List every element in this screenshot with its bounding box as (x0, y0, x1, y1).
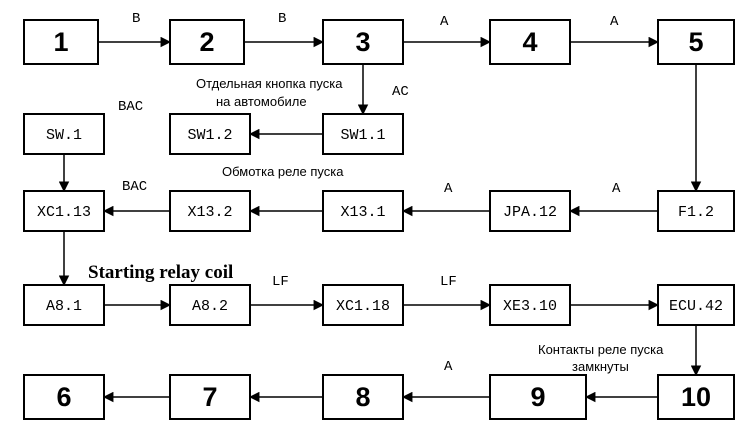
node-7-label: 7 (202, 382, 217, 412)
node-10: 10 (657, 374, 735, 420)
edge-label-4-5: A (610, 14, 619, 30)
node-4: 4 (489, 19, 571, 65)
annotation-start-button-line2: на автомобиле (216, 94, 307, 109)
node-1: 1 (23, 19, 99, 65)
node-xc113: XC1.13 (23, 190, 105, 232)
edge-label-2-3: B (278, 11, 286, 27)
node-a81-label: A8.1 (46, 298, 82, 315)
node-7: 7 (169, 374, 251, 420)
node-10-label: 10 (681, 382, 711, 412)
edge-label-f12: A (612, 181, 621, 197)
node-6-label: 6 (56, 382, 71, 412)
edge-label-9: A (444, 359, 453, 375)
node-sw12-label: SW1.2 (187, 127, 232, 144)
node-9-label: 9 (530, 382, 545, 412)
node-xc118: XC1.18 (322, 284, 404, 326)
edge-label-sw1: BAC (118, 99, 143, 115)
node-x131: X13.1 (322, 190, 404, 232)
node-3: 3 (322, 19, 404, 65)
node-9: 9 (489, 374, 587, 420)
edge-label-1-2: B (132, 11, 140, 27)
node-1-label: 1 (53, 27, 68, 57)
annotation-relay-contacts-line2: замкнуты (572, 359, 629, 374)
node-3-label: 3 (355, 27, 370, 57)
node-4-label: 4 (522, 27, 537, 57)
edge-label-3-sw11: AC (392, 84, 409, 100)
node-sw1: SW.1 (23, 113, 105, 155)
node-2: 2 (169, 19, 245, 65)
annotation-relay-contacts-line1: Контакты реле пуска (538, 342, 664, 357)
node-jpa12: JPA.12 (489, 190, 571, 232)
node-sw11: SW1.1 (322, 113, 404, 155)
node-xe310-label: XE3.10 (503, 298, 557, 315)
node-f12: F1.2 (657, 190, 735, 232)
node-f12-label: F1.2 (678, 204, 714, 221)
node-x132: X13.2 (169, 190, 251, 232)
node-ecu42: ECU.42 (657, 284, 735, 326)
annotation-start-button-line1: Отдельная кнопка пуска (196, 76, 343, 91)
node-sw12: SW1.2 (169, 113, 251, 155)
node-5-label: 5 (688, 27, 703, 57)
node-x131-label: X13.1 (340, 204, 385, 221)
edge-label-3-4: A (440, 14, 449, 30)
node-8-label: 8 (355, 382, 370, 412)
node-a82: A8.2 (169, 284, 251, 326)
node-6: 6 (23, 374, 105, 420)
node-a81: A8.1 (23, 284, 105, 326)
node-5: 5 (657, 19, 735, 65)
edge-label-a82: LF (272, 274, 289, 290)
annotation-relay-coil-en: Starting relay coil (88, 262, 233, 283)
annotation-relay-coil-ru: Обмотка реле пуска (222, 164, 344, 179)
node-xc113-label: XC1.13 (37, 204, 91, 221)
node-a82-label: A8.2 (192, 298, 228, 315)
node-x132-label: X13.2 (187, 204, 232, 221)
edge-label-jpa: A (444, 181, 453, 197)
edge-label-xc113: BAC (122, 179, 147, 195)
node-sw1-label: SW.1 (46, 127, 82, 144)
node-jpa12-label: JPA.12 (503, 204, 557, 221)
node-2-label: 2 (199, 27, 214, 57)
node-xc118-label: XC1.18 (336, 298, 390, 315)
node-8: 8 (322, 374, 404, 420)
edge-label-xe310: LF (440, 274, 457, 290)
node-ecu42-label: ECU.42 (669, 298, 723, 315)
node-xe310: XE3.10 (489, 284, 571, 326)
node-sw11-label: SW1.1 (340, 127, 385, 144)
